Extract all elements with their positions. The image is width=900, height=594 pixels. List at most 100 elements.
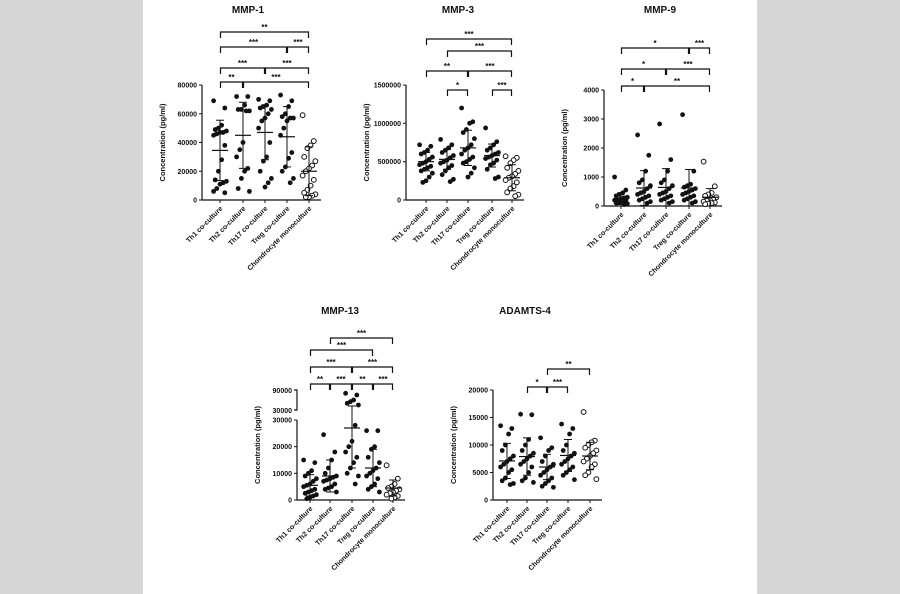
data-point: [354, 392, 360, 398]
significance-bracket: [446, 89, 469, 96]
data-point: [560, 472, 566, 478]
data-point: [428, 143, 434, 149]
data-point: [502, 153, 509, 160]
data-point: [265, 180, 271, 186]
data-point: [267, 140, 273, 145]
data-point: [580, 458, 587, 465]
figure-background: [143, 0, 757, 594]
data-point: [234, 94, 240, 99]
data-point: [513, 179, 520, 186]
data-point: [287, 180, 293, 186]
data-point: [543, 481, 548, 486]
data-point: [247, 188, 252, 194]
data-point: [507, 456, 513, 462]
data-point: [222, 142, 228, 148]
significance-bracket: [425, 70, 469, 77]
data-point: [572, 477, 577, 483]
data-point: [321, 478, 326, 484]
data-point: [356, 402, 361, 408]
data-point: [472, 136, 477, 142]
chart-title: MMP-13: [321, 306, 359, 317]
data-point: [512, 193, 519, 200]
data-point: [212, 127, 218, 132]
data-point: [377, 489, 382, 495]
data-point: [322, 470, 328, 476]
significance-label: **: [261, 23, 268, 32]
y-tick-label: 2000: [583, 146, 599, 153]
data-point: [356, 473, 361, 479]
y-tick-label: 20000: [469, 388, 489, 395]
data-point: [531, 450, 536, 456]
data-point: [499, 448, 505, 453]
significance-label: *: [631, 77, 635, 86]
data-point: [245, 94, 251, 99]
data-point: [700, 158, 707, 165]
significance-label: ***: [336, 375, 346, 384]
data-point: [509, 426, 515, 431]
data-point: [498, 423, 503, 429]
y-tick-label: 30000: [273, 418, 293, 425]
data-point: [426, 174, 432, 180]
data-point: [237, 147, 243, 153]
significance-label: ***: [475, 42, 485, 51]
data-point: [459, 105, 464, 111]
data-point: [570, 464, 576, 470]
data-point: [538, 472, 543, 478]
data-point: [332, 481, 338, 487]
significance-bracket: [309, 383, 331, 390]
data-point: [383, 491, 390, 498]
data-point: [483, 156, 488, 162]
significance-label: ***: [282, 59, 292, 68]
y-tick-label: 0: [595, 204, 599, 211]
data-point: [377, 460, 382, 466]
data-point: [375, 428, 381, 434]
data-point: [483, 125, 488, 131]
significance-label: ***: [271, 73, 281, 82]
data-point: [494, 139, 500, 145]
significance-label: **: [674, 77, 681, 86]
chart-title: MMP-3: [442, 5, 475, 16]
y-tick-label: 0: [193, 198, 197, 205]
y-axis-label: Concentration (pg/ml): [158, 103, 167, 181]
data-point: [551, 461, 556, 467]
data-point: [467, 120, 472, 126]
data-point: [518, 411, 523, 417]
data-point: [668, 157, 674, 163]
data-point: [352, 481, 358, 487]
data-point: [465, 174, 471, 180]
significance-label: ***: [683, 60, 693, 69]
data-point: [623, 187, 629, 193]
y-tick-label-upper: 30000: [273, 408, 293, 415]
significance-label: *: [456, 81, 460, 90]
data-point: [646, 152, 652, 158]
data-point: [560, 448, 566, 453]
data-point: [472, 165, 477, 171]
data-point: [310, 176, 317, 183]
data-point: [459, 151, 464, 157]
significance-bracket: [526, 386, 548, 393]
data-point: [523, 475, 528, 481]
data-point: [531, 480, 536, 485]
data-point: [418, 168, 424, 174]
significance-label: *: [535, 378, 539, 387]
data-point: [521, 459, 527, 464]
data-point: [211, 98, 217, 104]
data-point: [352, 422, 358, 428]
data-point: [593, 476, 600, 483]
data-point: [657, 121, 662, 127]
data-point: [301, 153, 308, 160]
data-point: [580, 409, 587, 415]
y-tick-label: 0: [397, 198, 401, 205]
significance-bracket: [620, 68, 667, 75]
data-point: [343, 449, 348, 455]
significance-bracket: [219, 67, 266, 74]
data-point: [211, 132, 217, 138]
data-point: [269, 176, 274, 181]
data-point: [243, 108, 249, 114]
data-point: [367, 470, 373, 476]
significance-label: **: [565, 360, 572, 369]
data-point: [559, 461, 564, 467]
significance-bracket: [264, 67, 310, 74]
data-point: [301, 457, 306, 463]
data-point: [460, 130, 466, 135]
